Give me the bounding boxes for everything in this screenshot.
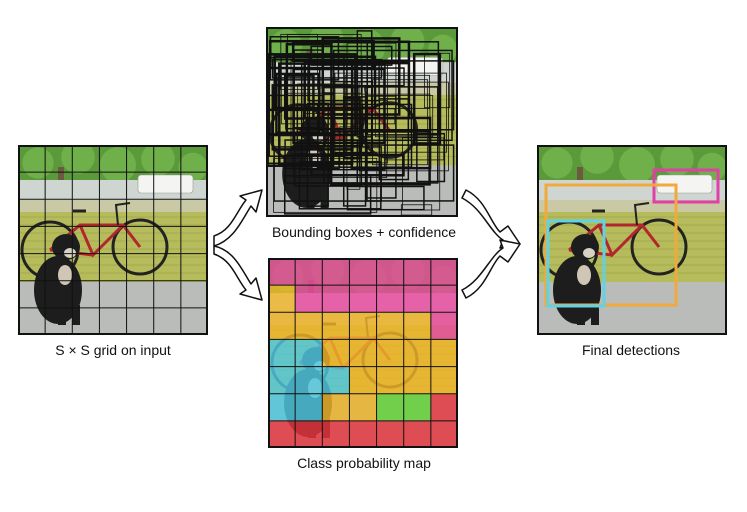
predicted-box: [329, 130, 431, 186]
class-cell: [430, 258, 458, 286]
predicted-box: [346, 185, 425, 211]
arrow-merge-top: [461, 189, 521, 249]
predicted-box: [412, 52, 442, 145]
class-cell: [322, 285, 350, 313]
class-cell: [295, 366, 323, 394]
predicted-box: [283, 74, 315, 120]
class-cell: [322, 339, 350, 367]
class-cell: [349, 285, 377, 313]
class-cell: [430, 339, 458, 367]
arrow-to-class-map: [213, 245, 263, 301]
predicted-box: [374, 95, 434, 138]
class-cell: [349, 339, 377, 367]
dog-detection-box: [546, 219, 606, 308]
grid-overlay: [18, 145, 208, 335]
class-cell: [430, 285, 458, 313]
predicted-box: [321, 37, 401, 116]
class-cell: [376, 258, 404, 286]
class-cell: [268, 285, 296, 313]
class-map-panel: [268, 258, 458, 448]
predicted-box: [296, 104, 364, 147]
class-cell: [349, 312, 377, 340]
class-cell: [403, 312, 431, 340]
class-cell: [403, 339, 431, 367]
class-cell: [268, 393, 296, 421]
predicted-box: [293, 133, 363, 187]
class-cell: [403, 393, 431, 421]
caption-bounding-boxes: Bounding boxes + confidence: [271, 224, 457, 240]
class-cell: [322, 258, 350, 286]
class-cell: [268, 366, 296, 394]
class-cell: [403, 258, 431, 286]
class-cell: [295, 393, 323, 421]
grid-input-panel: [18, 145, 208, 335]
class-cell: [322, 393, 350, 421]
class-cell: [295, 339, 323, 367]
grid-input-image: [18, 145, 208, 335]
predicted-box: [269, 36, 340, 81]
caption-grid-input: S × S grid on input: [55, 342, 171, 358]
class-cell: [403, 285, 431, 313]
class-cell: [268, 258, 296, 286]
class-cell: [268, 339, 296, 367]
class-probability-image: [268, 258, 458, 448]
class-cell: [349, 258, 377, 286]
final-detections-panel: [537, 145, 727, 335]
predicted-box: [378, 98, 410, 181]
bounding-boxes-panel: [266, 27, 458, 217]
class-cell: [376, 420, 404, 448]
class-cell: [295, 285, 323, 313]
class-cell: [430, 366, 458, 394]
class-cell: [430, 312, 458, 340]
arrow-merge-bottom: [461, 239, 521, 299]
class-cell: [322, 312, 350, 340]
grid-overlay: [268, 258, 458, 448]
class-cell: [403, 366, 431, 394]
predicted-box: [334, 72, 448, 153]
class-cell: [376, 393, 404, 421]
class-cell: [376, 312, 404, 340]
caption-final: Final detections: [581, 342, 681, 358]
predicted-boxes: [266, 30, 455, 216]
class-cell: [322, 366, 350, 394]
class-cell: [430, 393, 458, 421]
class-cell: [376, 339, 404, 367]
class-cells: [268, 258, 458, 448]
class-cell: [295, 312, 323, 340]
caption-class-map: Class probability map: [297, 455, 431, 471]
class-cell: [295, 258, 323, 286]
class-cell: [349, 393, 377, 421]
bounding-boxes-image: [266, 27, 458, 217]
predicted-box: [333, 49, 453, 142]
predicted-box: [343, 97, 361, 160]
class-cell: [268, 420, 296, 448]
class-cell: [376, 366, 404, 394]
predicted-box: [330, 80, 373, 154]
class-cell: [349, 420, 377, 448]
arrow-to-bounding-boxes: [213, 189, 263, 247]
class-cell: [403, 420, 431, 448]
predicted-box: [303, 113, 352, 130]
predicted-box: [310, 153, 405, 177]
predicted-box: [291, 40, 411, 62]
final-detections-image: [537, 145, 727, 335]
class-cell: [268, 312, 296, 340]
class-cell: [295, 420, 323, 448]
predicted-box: [273, 55, 377, 110]
class-cell: [430, 420, 458, 448]
class-cell: [322, 420, 350, 448]
class-cell: [376, 285, 404, 313]
bicycle-detection-box: [544, 183, 678, 307]
class-cell: [349, 366, 377, 394]
